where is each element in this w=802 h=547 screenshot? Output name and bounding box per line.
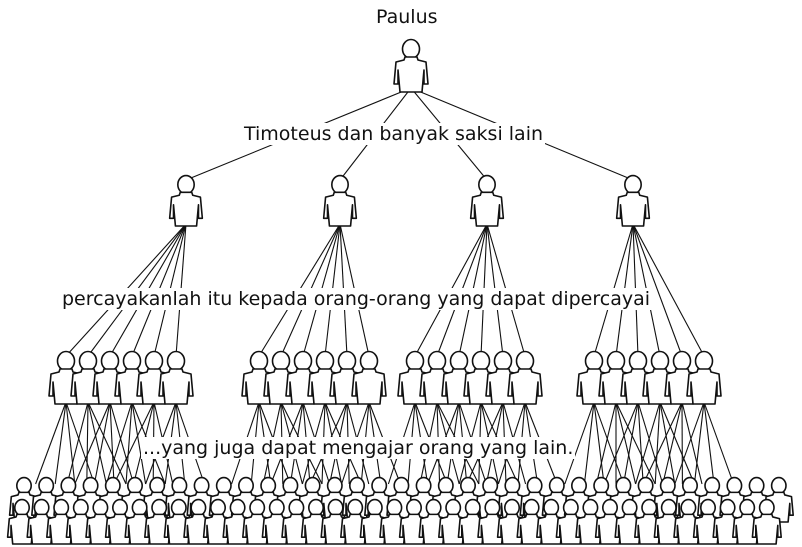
person-icon xyxy=(751,498,782,545)
person-icon xyxy=(393,38,429,93)
person-icon xyxy=(615,174,651,227)
connector-l2-to-l3 xyxy=(615,401,656,485)
connector-l2-to-l3 xyxy=(564,401,595,485)
connector-l2-to-l3 xyxy=(623,401,639,485)
connector-l2-to-l3 xyxy=(66,401,89,485)
connector-l1-to-l2 xyxy=(632,223,705,357)
connector-l2-to-l3 xyxy=(603,401,639,485)
level1-label: Timoteus dan banyak saksi lain xyxy=(242,123,546,145)
connector-l2-to-l3 xyxy=(642,401,683,485)
person-icon xyxy=(507,350,543,405)
connector-l2-to-l3 xyxy=(86,401,89,485)
person-icon xyxy=(351,350,387,405)
person-icon xyxy=(686,350,722,405)
connector-l2-to-l3 xyxy=(109,401,135,485)
connector-l2-to-l3 xyxy=(54,401,67,485)
connector-l2-to-l3 xyxy=(125,401,133,485)
connector-l2-to-l3 xyxy=(637,401,644,485)
person-icon xyxy=(322,174,358,227)
connector-l2-to-l3 xyxy=(131,401,147,485)
connector-l2-to-l3 xyxy=(674,401,705,485)
connector-l2-to-l3 xyxy=(65,401,76,485)
connector-l2-to-l3 xyxy=(681,401,703,485)
connector-l2-to-l3 xyxy=(637,401,664,485)
level2-label: percayakanlah itu kepada orang-orang yan… xyxy=(60,288,653,310)
person-icon xyxy=(469,174,505,227)
connector-l2-to-l3 xyxy=(662,401,683,485)
person-icon xyxy=(168,174,204,227)
connector-l1-to-l2 xyxy=(632,223,683,357)
root-label: Paulus xyxy=(374,6,440,28)
connector-l2-to-l3 xyxy=(74,401,111,485)
connector-l2-to-l3 xyxy=(595,401,617,485)
connector-l2-to-l3 xyxy=(109,401,115,485)
person-icon xyxy=(158,350,194,405)
connector-l2-to-l3 xyxy=(113,401,155,485)
connector-l2-to-l3 xyxy=(87,401,127,485)
connector-l2-to-l3 xyxy=(583,401,595,485)
connector-l2-to-l3 xyxy=(703,401,715,485)
connector-l2-to-l3 xyxy=(615,401,637,485)
connector-l2-to-l3 xyxy=(693,401,705,485)
connector-l2-to-l3 xyxy=(105,401,133,485)
connector-l2-to-l3 xyxy=(659,401,695,485)
connector-l2-to-l3 xyxy=(87,401,107,485)
connector-l2-to-l3 xyxy=(659,401,676,485)
connector-l2-to-l3 xyxy=(654,401,661,485)
connector-l2-to-l3 xyxy=(35,401,67,485)
connector-lines xyxy=(35,87,735,485)
level3-label: ...yang juga dapat mengajar orang yang l… xyxy=(141,437,576,459)
connector-l2-to-l3 xyxy=(703,401,735,485)
connector-l2-to-l3 xyxy=(635,401,661,485)
connector-l2-to-l3 xyxy=(93,401,111,485)
connector-l2-to-l3 xyxy=(593,401,625,485)
connector-l2-to-l3 xyxy=(593,401,605,485)
connector-l2-to-l3 xyxy=(65,401,95,485)
people-figures xyxy=(6,38,794,545)
